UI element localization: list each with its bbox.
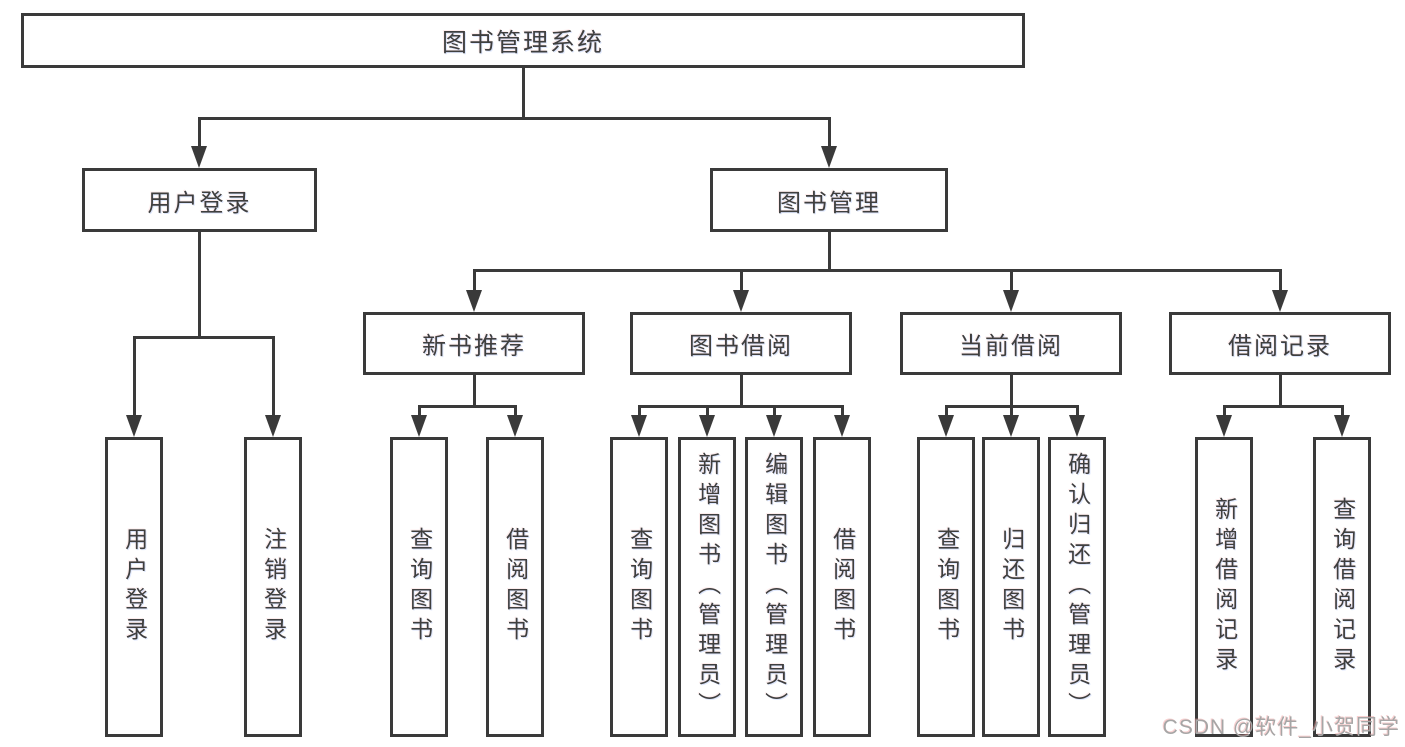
connector-line <box>637 405 641 417</box>
arrow-down-icon <box>466 290 482 312</box>
arrow-down-icon <box>938 415 954 437</box>
connector-line <box>637 404 844 408</box>
leaf-label: 新增借阅记录 <box>1211 497 1238 677</box>
arrow-down-icon <box>1216 415 1232 437</box>
arrow-down-icon <box>766 415 782 437</box>
connector-line <box>472 268 1282 272</box>
leaf-newbooks-borrow-books: 借阅图书 <box>486 437 544 737</box>
leaf-label: 注销登录 <box>260 527 287 647</box>
node-user-login: 用户登录 <box>82 168 317 232</box>
arrow-down-icon <box>126 415 142 437</box>
node-new-book-recommendation: 新书推荐 <box>363 312 585 375</box>
leaf-newbooks-query-books: 查询图书 <box>390 437 448 737</box>
connector-line <box>772 405 776 417</box>
node-library-management-system: 图书管理系统 <box>21 13 1025 68</box>
arrow-down-icon <box>1003 415 1019 437</box>
leaf-label: 查询借阅记录 <box>1329 497 1356 677</box>
leaf-label: 查询图书 <box>626 527 653 647</box>
arrow-down-icon <box>1069 415 1085 437</box>
leaf-label: 借阅图书 <box>502 527 529 647</box>
leaf-borrow-add-books-admin: 新增图书（管理员） <box>678 437 736 737</box>
connector-line <box>1009 269 1013 294</box>
node-current-borrowing: 当前借阅 <box>900 312 1122 375</box>
connector-line <box>739 269 743 294</box>
connector-line <box>1009 405 1013 417</box>
connector-line <box>197 116 831 120</box>
leaf-label: 借阅图书 <box>829 527 856 647</box>
leaf-borrow-query-books: 查询图书 <box>610 437 668 737</box>
leaf-records-query-record: 查询借阅记录 <box>1313 437 1371 737</box>
arrow-down-icon <box>507 415 523 437</box>
leaf-label: 确认归还（管理员） <box>1064 452 1091 722</box>
connector-line <box>827 232 831 270</box>
leaf-records-add-record: 新增借阅记录 <box>1195 437 1253 737</box>
connector-line <box>132 337 136 417</box>
node-book-management: 图书管理 <box>710 168 948 232</box>
connector-line <box>197 232 201 337</box>
leaf-label: 归还图书 <box>998 527 1025 647</box>
leaf-borrow-edit-books-admin: 编辑图书（管理员） <box>745 437 803 737</box>
leaf-label: 新增图书（管理员） <box>694 452 721 722</box>
leaf-label: 编辑图书（管理员） <box>761 452 788 722</box>
arrow-down-icon <box>265 415 281 437</box>
leaf-logout: 注销登录 <box>244 437 302 737</box>
arrow-down-icon <box>1272 290 1288 312</box>
leaf-user-login: 用户登录 <box>105 437 163 737</box>
connector-line <box>197 117 201 148</box>
connector-line <box>827 117 831 148</box>
leaf-label: 查询图书 <box>933 527 960 647</box>
node-book-borrowing: 图书借阅 <box>630 312 852 375</box>
connector-line <box>944 404 1079 408</box>
connector-line <box>417 405 421 417</box>
leaf-current-confirm-return-admin: 确认归还（管理员） <box>1048 437 1106 737</box>
connector-line <box>1278 373 1282 406</box>
connector-line <box>1075 405 1079 417</box>
csdn-watermark: CSDN @软件_小贺同学 <box>1162 716 1400 739</box>
connector-line <box>472 269 476 294</box>
arrow-down-icon <box>1003 290 1019 312</box>
connector-line <box>1222 404 1344 408</box>
connector-line <box>1222 405 1226 417</box>
leaf-current-return-books: 归还图书 <box>982 437 1040 737</box>
connector-line <box>840 405 844 417</box>
leaf-label: 用户登录 <box>121 527 148 647</box>
connector-line <box>472 373 476 406</box>
connector-line <box>944 405 948 417</box>
connector-line <box>513 405 517 417</box>
connector-line <box>739 373 743 406</box>
arrow-down-icon <box>631 415 647 437</box>
arrow-down-icon <box>191 146 207 168</box>
connector-line <box>271 337 275 417</box>
connector-line <box>705 405 709 417</box>
arrow-down-icon <box>733 290 749 312</box>
connector-line <box>1340 405 1344 417</box>
leaf-label: 查询图书 <box>406 527 433 647</box>
connector-line <box>521 68 525 120</box>
arrow-down-icon <box>699 415 715 437</box>
connector-line <box>132 335 275 339</box>
connector-line <box>417 404 517 408</box>
node-borrowing-records: 借阅记录 <box>1169 312 1391 375</box>
arrow-down-icon <box>834 415 850 437</box>
leaf-current-query-books: 查询图书 <box>917 437 975 737</box>
arrow-down-icon <box>1334 415 1350 437</box>
arrow-down-icon <box>821 146 837 168</box>
connector-line <box>1278 269 1282 294</box>
leaf-borrow-borrow-books: 借阅图书 <box>813 437 871 737</box>
arrow-down-icon <box>411 415 427 437</box>
connector-line <box>1009 373 1013 406</box>
